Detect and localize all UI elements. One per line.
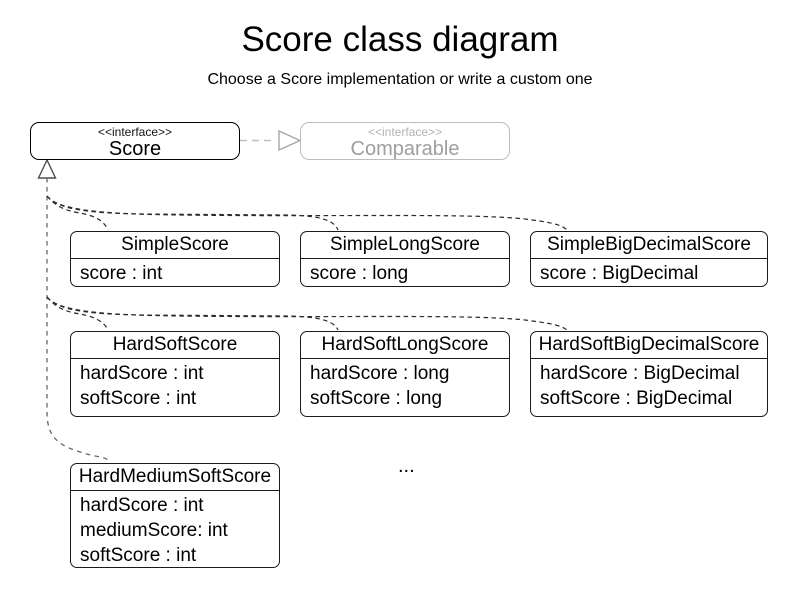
class-attributes: score : long (301, 259, 509, 290)
page-subtitle: Choose a Score implementation or write a… (207, 71, 593, 88)
class-name: HardSoftScore (71, 332, 279, 359)
class-box-simplescore: SimpleScore score : int (70, 231, 280, 287)
realization-arrowhead-icon (37, 158, 57, 179)
class-name: HardMediumSoftScore (71, 464, 279, 491)
class-attributes: hardScore : int mediumScore: int softSco… (71, 491, 279, 572)
branch-simplelongscore (46, 195, 339, 231)
class-name: HardSoftLongScore (301, 332, 509, 359)
class-attribute: hardScore : int (80, 363, 204, 384)
interface-name: Score (108, 138, 162, 160)
class-attributes: hardScore : BigDecimal softScore : BigDe… (531, 359, 767, 415)
class-attribute: score : long (310, 263, 409, 284)
branch-simplebigdecimalscore (46, 195, 568, 231)
interface-stereotype: <<interface>> (367, 125, 443, 139)
interface-stereotype: <<interface>> (97, 125, 173, 139)
more-implementations-ellipsis: ... (398, 455, 415, 477)
branch-hardsoftlongscore (46, 296, 339, 331)
class-attribute: score : int (80, 263, 163, 284)
trunk-line-hardmediumsoftscore (46, 178, 111, 463)
class-name: SimpleBigDecimalScore (531, 232, 767, 259)
page-title: Score class diagram (241, 20, 559, 59)
class-attributes: score : int (71, 259, 279, 290)
branch-simplescore (46, 195, 109, 231)
class-name: SimpleScore (71, 232, 279, 259)
class-attribute: mediumScore: int (80, 520, 228, 541)
class-attribute: softScore : int (80, 545, 197, 566)
interface-name: Comparable (350, 138, 460, 160)
branch-hardsoftbigdecimalscore (46, 296, 568, 331)
comparable-arrowhead-icon (278, 129, 302, 152)
interface-box-score: <<interface>> Score (30, 122, 240, 160)
class-attributes: hardScore : int softScore : int (71, 359, 279, 415)
class-name: SimpleLongScore (301, 232, 509, 259)
class-box-hardsoftbigdecimalscore: HardSoftBigDecimalScore hardScore : BigD… (530, 331, 768, 417)
class-attribute: score : BigDecimal (540, 263, 699, 284)
class-attribute: softScore : BigDecimal (540, 388, 733, 409)
class-attribute: hardScore : BigDecimal (540, 363, 740, 384)
class-attribute: hardScore : int (80, 495, 204, 516)
class-attributes: score : BigDecimal (531, 259, 767, 290)
class-box-simplelongscore: SimpleLongScore score : long (300, 231, 510, 287)
class-box-hardsoftscore: HardSoftScore hardScore : int softScore … (70, 331, 280, 417)
branch-hardsoftscore (46, 296, 109, 331)
class-attribute: softScore : long (310, 388, 443, 409)
class-attribute: hardScore : long (310, 363, 450, 384)
class-attribute: softScore : int (80, 388, 197, 409)
interface-box-comparable: <<interface>> Comparable (300, 122, 510, 160)
class-box-simplebigdecimalscore: SimpleBigDecimalScore score : BigDecimal (530, 231, 768, 287)
class-attributes: hardScore : long softScore : long (301, 359, 509, 415)
class-name: HardSoftBigDecimalScore (531, 332, 767, 359)
class-box-hardsoftlongscore: HardSoftLongScore hardScore : long softS… (300, 331, 510, 417)
class-box-hardmediumsoftscore: HardMediumSoftScore hardScore : int medi… (70, 463, 280, 568)
